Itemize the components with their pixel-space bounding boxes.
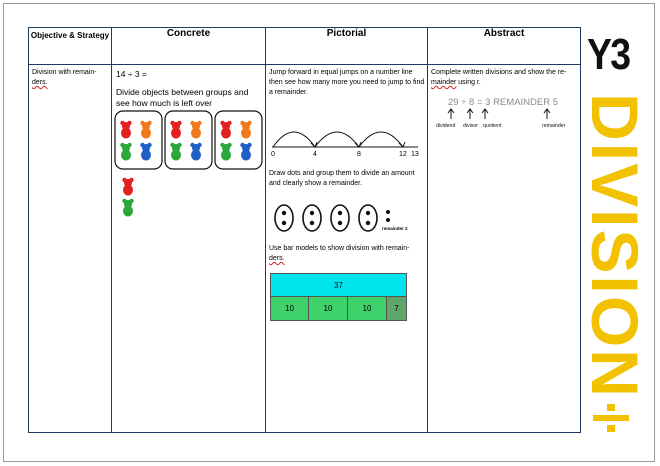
leftover-bears xyxy=(122,177,134,217)
number-line: 0 4 8 12 13 xyxy=(271,131,419,158)
bear-group-2 xyxy=(164,110,213,170)
header-objective: Objective & Strategy xyxy=(28,27,112,65)
strategy-table: Objective & Strategy Concrete Pictorial … xyxy=(28,27,581,433)
counting-bears-illustration xyxy=(114,110,263,217)
header-concrete: Concrete xyxy=(111,27,266,65)
abstract-text-remainder-word: mainder xyxy=(431,79,457,86)
bar-model-part-2: 10 xyxy=(309,297,348,321)
bear-group-3 xyxy=(214,110,263,170)
division-title: DIVISION xyxy=(578,93,652,399)
number-line-label-4: 4 xyxy=(313,151,317,158)
equation-arrows: dividend divisor quotient remainder xyxy=(436,108,566,129)
pictorial-dots-text: Draw dots and group them to divide an am… xyxy=(269,170,415,187)
remainder-label: remainder 2 xyxy=(382,226,408,231)
header-pictorial: Pictorial xyxy=(265,27,428,65)
header-abstract: Abstract xyxy=(427,27,581,65)
number-line-label-8: 8 xyxy=(357,151,361,158)
label-quotient: quotient xyxy=(483,123,502,129)
bar-model-part-4: 7 xyxy=(387,297,407,321)
pictorial-bar-text: Use bar models to show division with rem… xyxy=(269,244,425,264)
abstract-text-line-1: Complete written divisions and show the … xyxy=(431,69,567,76)
concrete-instruction: Divide objects between groups and see ho… xyxy=(116,87,249,108)
label-remainder: remainder xyxy=(542,123,566,129)
concrete-cell: 14 ÷ 3 = Divide objects between groups a… xyxy=(111,64,266,433)
page-frame xyxy=(3,3,655,462)
abstract-cell: Complete written divisions and show the … xyxy=(427,64,581,433)
dot-groups: remainder 2 xyxy=(274,204,408,232)
pictorial-bar-text-line-1: Use bar models to show division with rem… xyxy=(269,245,410,252)
objective-cell: Division with remain- ders. xyxy=(28,64,112,433)
pictorial-number-line-text: Jump forward in equal jumps on a number … xyxy=(269,69,425,96)
year-label: Y3 xyxy=(587,30,631,79)
bar-model: 37 10 10 10 7 xyxy=(270,273,407,321)
pictorial-cell: Jump forward in equal jumps on a number … xyxy=(265,64,428,433)
number-line-label-0: 0 xyxy=(271,151,275,158)
bear-group-1 xyxy=(114,110,163,170)
abstract-text-end: using r. xyxy=(456,79,481,86)
concrete-equation: 14 ÷ 3 = xyxy=(116,69,147,79)
label-dividend: dividend xyxy=(436,123,455,129)
pictorial-bar-text-line-2: ders. xyxy=(269,255,285,262)
objective-line-2: ders. xyxy=(32,79,48,86)
label-divisor: divisor xyxy=(463,123,478,129)
bar-model-part-3: 10 xyxy=(348,297,387,321)
division-sign-icon xyxy=(593,404,629,432)
bar-model-part-1: 10 xyxy=(270,297,309,321)
abstract-equation: 29 ÷ 8 = 3 REMAINDER 5 xyxy=(448,97,559,108)
bar-model-total: 37 xyxy=(270,273,407,297)
number-line-label-13: 13 xyxy=(411,151,419,158)
abstract-text: Complete written divisions and show the … xyxy=(431,68,579,88)
number-line-label-12: 12 xyxy=(399,151,407,158)
objective-line-1: Division with remain- xyxy=(32,69,97,76)
